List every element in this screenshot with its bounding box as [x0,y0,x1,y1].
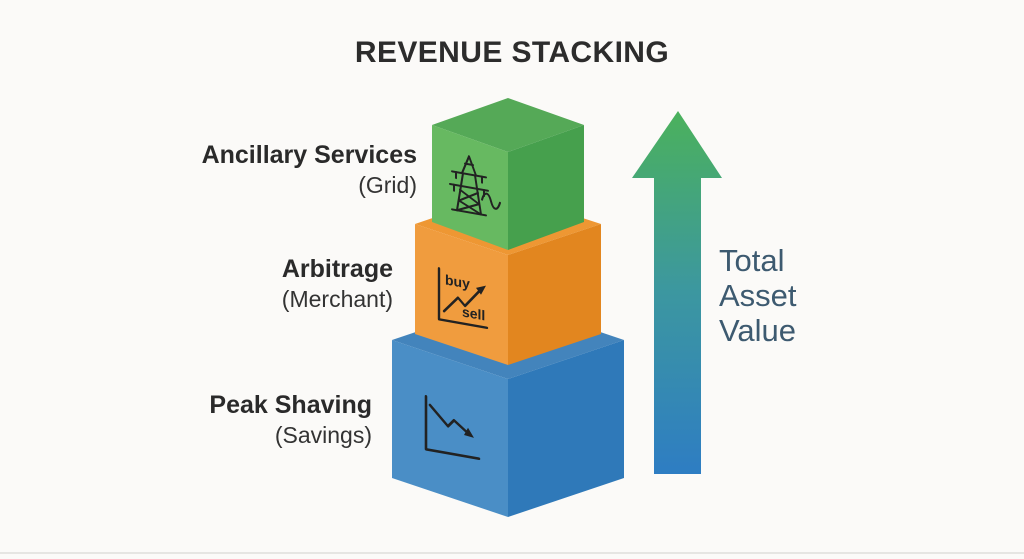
layer-sublabel: (Savings) [274,421,372,448]
cube-arbitrage [415,193,601,365]
layer-name: Ancillary Services [201,141,417,169]
transmission-tower-icon [449,155,501,217]
cube-left-face [415,224,508,365]
page-title: REVENUE STACKING [354,36,670,69]
layer-label-arbitrage: Arbitrage (Merchant) [282,255,393,313]
buy-sell-chart-icon: buy sell [437,267,489,330]
buy-label: buy [445,272,470,292]
layer-sublabel: (Grid) [358,171,417,198]
total-asset-value-line: Total [719,243,785,278]
layer-name: Peak Shaving [209,391,372,419]
bottom-divider [0,552,1024,554]
layer-sublabel: (Merchant) [281,285,393,312]
sell-label: sell [462,304,485,324]
sine-wave-icon [481,192,501,210]
total-asset-value-line: Asset [719,278,797,313]
growth-arrow [632,111,722,474]
total-asset-value-line: Value [719,313,796,348]
layer-name: Arbitrage [281,255,393,283]
cube-right-face [508,224,601,365]
layer-label-peak-shaving: Peak Shaving (Savings) [209,391,372,449]
cube-right-face [508,340,624,517]
cube-right-face [508,125,584,250]
cube-left-face [392,340,508,517]
layer-label-ancillary-services: Ancillary Services (Grid) [202,141,417,199]
total-asset-value-label: Total Asset Value [719,243,797,348]
declining-chart-icon [424,395,481,461]
cube-ancillary-services [432,98,584,250]
